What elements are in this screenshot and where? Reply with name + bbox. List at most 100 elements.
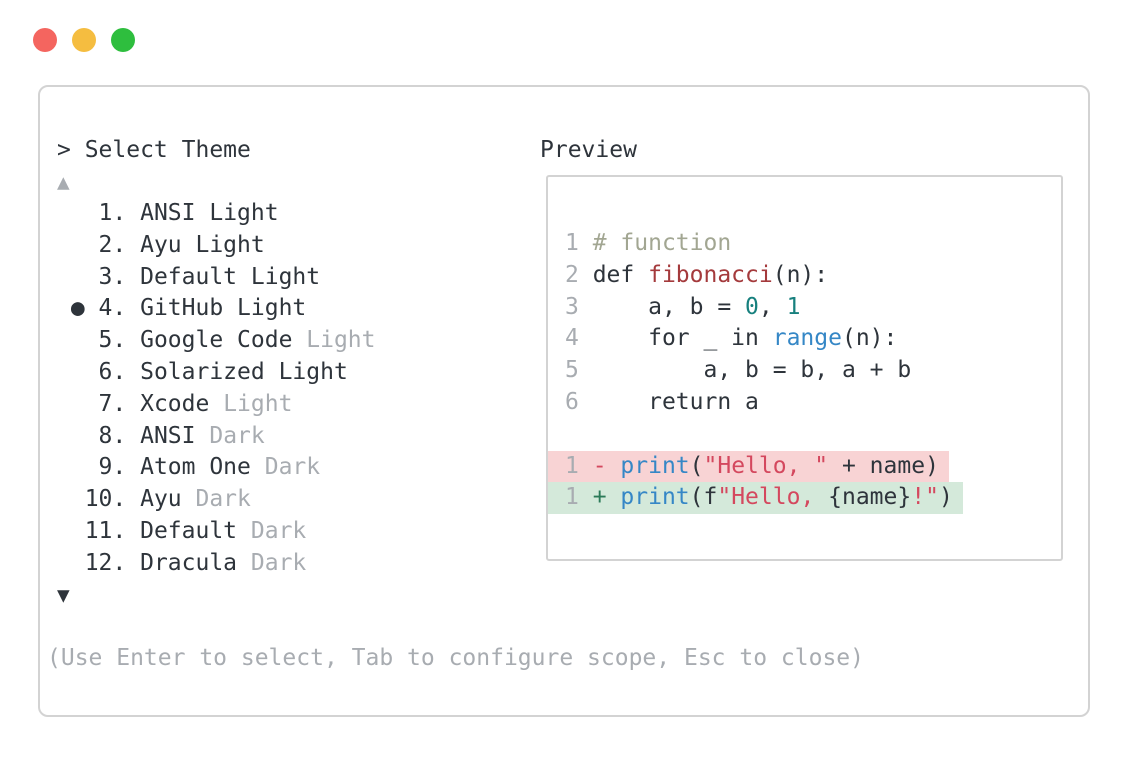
code-token: (f [689,484,718,511]
theme-variant: Dark [264,454,321,481]
theme-list-item[interactable]: ● 4. GitHub Light [57,293,376,325]
theme-name: Solarized [140,358,279,385]
theme-number: 8. [84,422,141,449]
maximize-button[interactable] [111,28,135,52]
code-token: a, b = b, a + b [592,357,912,384]
line-number: 4 [565,325,593,352]
theme-list-item[interactable]: 10. Ayu Dark [57,484,376,516]
code-line: 1 # function [565,228,1061,260]
code-token: "Hello, " [703,452,829,479]
theme-list-item[interactable]: 11. Default Dark [57,516,376,548]
code-token: print [620,452,690,479]
code-token: for _ in [592,325,773,352]
theme-list-item[interactable]: 8. ANSI Dark [57,421,376,453]
code-token: fibonacci [648,261,773,288]
theme-name: Google Code [140,327,307,354]
theme-list-item[interactable]: 1. ANSI Light [57,198,376,230]
theme-variant: Light [306,327,376,354]
theme-list-item[interactable]: 12. Dracula Dark [57,548,376,580]
theme-list-item[interactable]: 5. Google Code Light [57,325,376,357]
theme-name: Default [140,517,251,544]
code-token: + name) [828,452,939,479]
theme-variant: Dark [195,486,251,513]
code-token: {name} [828,484,912,511]
theme-number: 10. [84,486,141,513]
code-token: "Hello, [717,484,829,511]
window-controls [33,28,135,52]
line-number: 2 [565,261,593,288]
theme-name: Default [140,263,251,290]
theme-list-item[interactable]: 7. Xcode Light [57,389,376,421]
theme-number: 7. [84,390,141,417]
theme-name: ANSI [140,422,210,449]
theme-name: ANSI [140,200,210,226]
theme-number: 12. [84,549,141,576]
theme-number: 5. [84,327,141,354]
code-token: , [758,293,787,320]
code-blank-line [565,419,1061,451]
code-line: 1 + print(f"Hello, {name}!") [548,482,963,515]
code-token: 1 [786,293,801,320]
code-token: # function [592,230,732,256]
code-line: 2 def fibonacci(n): [565,260,1061,292]
code-token: (n): [772,261,829,288]
theme-name: Xcode [140,390,224,417]
theme-variant: Light [278,358,348,385]
theme-variant: Light [195,231,265,258]
theme-list-item[interactable]: 3. Default Light [57,262,376,294]
scroll-down-icon[interactable]: ▼ [57,583,70,607]
bullet-spacer [57,550,85,576]
code-token: range [772,325,842,352]
theme-picker-panel: > Select Theme ▲ 1. ANSI Light 2. Ayu Li… [38,85,1090,717]
code-line: 3 a, b = 0, 1 [565,292,1061,324]
theme-variant: Light [209,200,279,226]
theme-name: Atom One [140,454,265,481]
theme-name: Dracula [140,549,251,576]
code-token: 0 [745,293,759,320]
code-token: ( [689,452,704,479]
theme-number: 11. [84,517,141,544]
theme-number: 3. [84,263,141,290]
theme-variant: Light [237,295,307,322]
keyboard-hint: (Use Enter to select, Tab to configure s… [47,645,864,671]
theme-variant: Dark [209,422,265,449]
bullet-spacer [57,264,85,290]
theme-number: 6. [84,358,141,385]
bullet-spacer [57,359,85,385]
code-line: 6 return a [565,387,1061,419]
theme-list-item[interactable]: 2. Ayu Light [57,230,376,262]
line-number: 1 [565,230,593,256]
minimize-button[interactable] [72,28,96,52]
close-button[interactable] [33,28,57,52]
bullet-spacer [57,454,85,480]
code-token: (n): [841,325,898,352]
line-number: 6 [565,388,593,415]
code-token: a, b = [592,293,746,320]
theme-number: 9. [84,454,141,481]
code-token: def [592,261,649,288]
theme-name: GitHub [140,295,238,322]
bullet-spacer [57,423,85,449]
line-number: 5 [565,357,593,384]
theme-list: 1. ANSI Light 2. Ayu Light 3. Default Li… [57,198,376,580]
code-token: ) [938,484,953,511]
bullet-spacer [57,327,85,353]
line-number: 3 [565,293,593,320]
theme-list-item[interactable]: 9. Atom One Dark [57,452,376,484]
theme-name: Ayu [140,486,196,513]
code-line: 4 for _ in range(n): [565,323,1061,355]
bullet-spacer [57,486,85,512]
line-number: 1 [565,452,593,479]
bullet-spacer [57,232,85,258]
bullet-spacer [57,200,85,226]
code-token: - [592,452,621,479]
theme-name: Ayu [140,231,196,258]
theme-variant: Dark [250,517,307,544]
theme-list-item[interactable]: 6. Solarized Light [57,357,376,389]
scroll-up-icon[interactable]: ▲ [57,170,70,194]
code-line: 1 - print("Hello, " + name) [548,450,949,483]
line-number: 1 [565,484,593,511]
theme-number: 4. [84,295,141,322]
